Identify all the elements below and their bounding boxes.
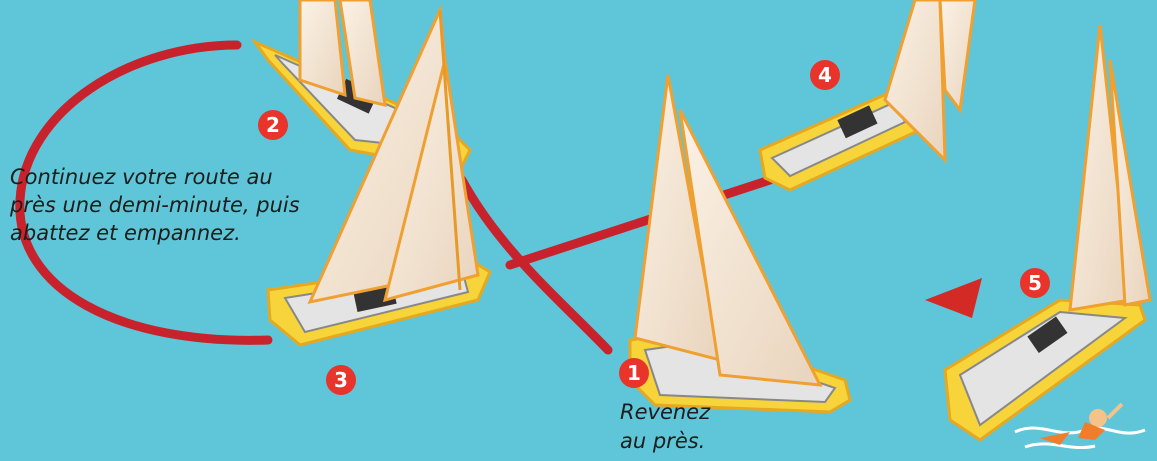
step-marker-4: 4 [810,60,840,90]
step-one-text: Revenez au près. [620,398,740,456]
step-marker-5: 5 [1020,268,1050,298]
step-marker-2: 2 [258,110,288,140]
step-marker-1: 1 [619,358,649,388]
instruction-text: Continuez votre route au près une demi-m… [10,163,350,247]
step-marker-3: 3 [326,365,356,395]
